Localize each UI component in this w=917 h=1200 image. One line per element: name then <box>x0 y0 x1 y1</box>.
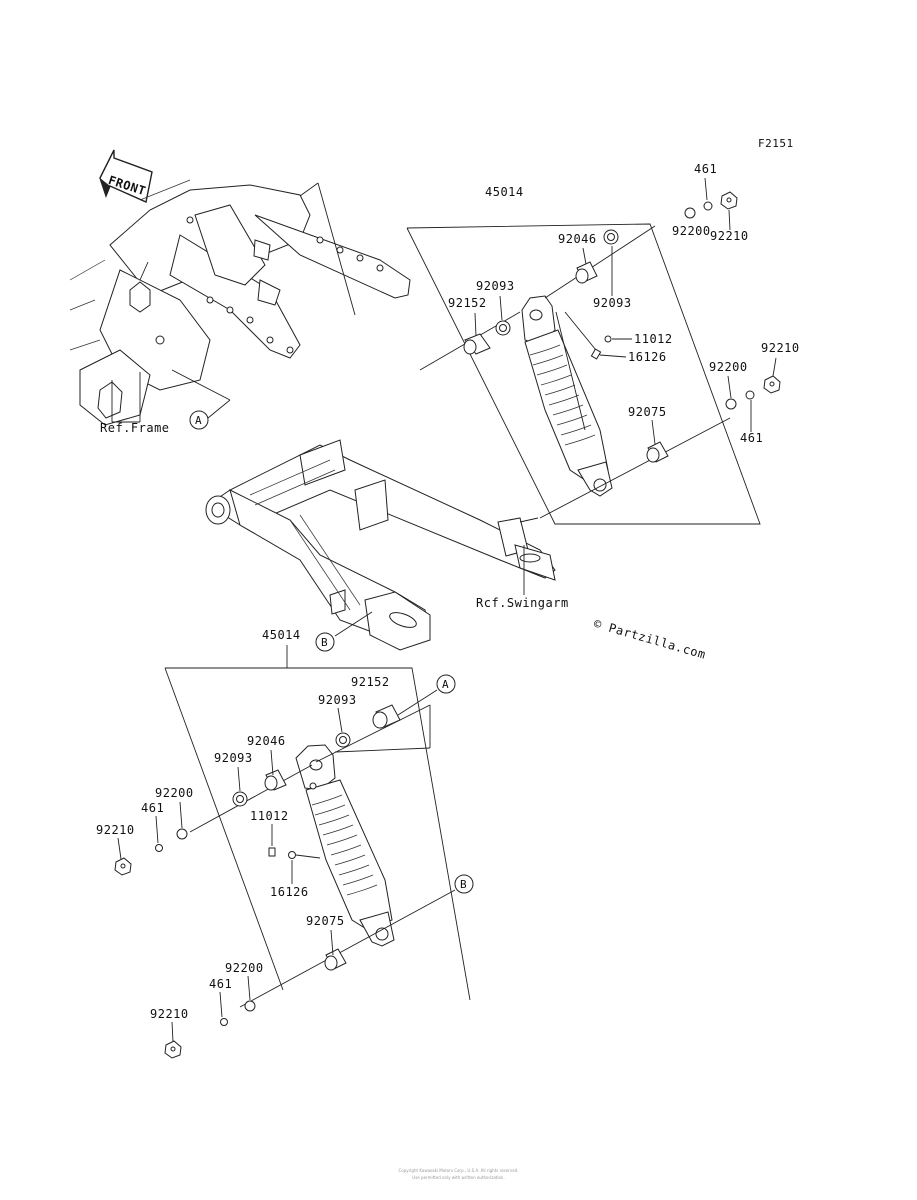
footer-line-1: Copyright Kawasaki Motors Corp., U.S.A. … <box>398 1168 519 1173</box>
label-92093-lower-b: 92093 <box>214 751 253 765</box>
upper-shock-assembly: 45014 92152 <box>406 162 800 525</box>
label-92075-upper: 92075 <box>628 405 667 419</box>
label-92200-lower-bot: 92200 <box>225 961 264 975</box>
label-92200-upper-top: 92200 <box>672 224 711 238</box>
label-92200-lower-top: 92200 <box>155 786 194 800</box>
label-92075-lower: 92075 <box>306 914 345 928</box>
label-461-lower-bot: 461 <box>209 977 232 991</box>
callout-a-lower: A <box>442 678 449 691</box>
ref-swingarm-label: Rcf.Swingarm <box>476 596 569 610</box>
figure-code: F2151 <box>758 137 794 150</box>
frame-illustration: Ref.Frame A <box>69 179 411 435</box>
part-11012-upper <box>604 335 612 343</box>
label-461-upper-top: 461 <box>694 162 717 176</box>
label-11012-upper: 11012 <box>634 332 673 346</box>
part-16126-upper <box>590 348 602 360</box>
label-92093-lower-a: 92093 <box>318 693 357 707</box>
part-92152-lower <box>372 704 401 729</box>
part-92152-upper <box>463 333 491 355</box>
callout-b-swingarm: B <box>321 636 328 649</box>
swingarm-illustration: Rcf.Swingarm B <box>205 439 569 652</box>
label-16126-upper: 16126 <box>628 350 667 364</box>
label-92152-lower: 92152 <box>351 675 390 689</box>
label-92210-upper-bot: 92210 <box>761 341 800 355</box>
part-92200-upper-top <box>684 207 696 219</box>
part-92046-upper <box>575 261 598 284</box>
part-92075-lower <box>324 948 347 971</box>
callout-a-frame: A <box>195 414 202 427</box>
label-11012-lower: 11012 <box>250 809 289 823</box>
label-92210-lower-bot: 92210 <box>150 1007 189 1021</box>
footer-line-2: Use permitted only with written authoriz… <box>412 1175 505 1180</box>
part-92046-lower <box>264 769 287 791</box>
part-16126-lower <box>288 851 296 859</box>
label-16126-lower: 16126 <box>270 885 309 899</box>
part-92075-upper <box>646 441 669 463</box>
label-92210-upper-top: 92210 <box>710 229 749 243</box>
upper-shock-absorber <box>521 295 613 497</box>
label-92200-upper-bot: 92200 <box>709 360 748 374</box>
label-92046-upper: 92046 <box>558 232 597 246</box>
lower-assy-number: 45014 <box>262 628 301 642</box>
part-461-lower-bot <box>220 1018 228 1026</box>
part-461-lower-top <box>155 844 163 852</box>
label-92093-upper-a: 92093 <box>476 279 515 293</box>
label-461-lower-top: 461 <box>141 801 164 815</box>
label-92210-lower-top: 92210 <box>96 823 135 837</box>
upper-assy-number: 45014 <box>485 185 524 199</box>
part-92200-lower-bot <box>244 1000 256 1012</box>
callout-b-lower: B <box>460 878 467 891</box>
watermark: © Partzilla.com <box>592 616 707 661</box>
part-461-upper-top <box>703 201 713 211</box>
part-11012-lower <box>268 847 276 857</box>
part-92200-upper-bot <box>725 398 737 410</box>
label-92046-lower: 92046 <box>247 734 286 748</box>
label-461-upper-bot: 461 <box>740 431 763 445</box>
part-92200-lower-top <box>176 828 188 840</box>
label-92093-upper-b: 92093 <box>593 296 632 310</box>
lower-shock-assembly: 45014 A <box>96 628 474 1059</box>
part-461-upper-bot <box>745 390 755 400</box>
ref-frame-label: Ref.Frame <box>100 421 170 435</box>
front-arrow-icon: FRONT <box>99 149 153 203</box>
label-92152-upper: 92152 <box>448 296 487 310</box>
